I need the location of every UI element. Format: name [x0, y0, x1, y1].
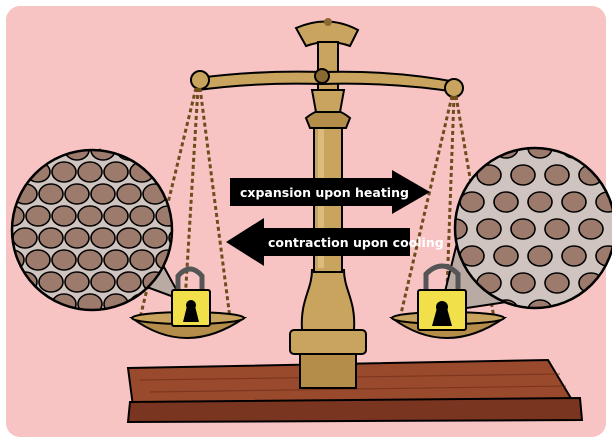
contraction-arrow-label: contraction upon cooling: [268, 235, 444, 250]
particle: [39, 184, 63, 204]
particle: [39, 272, 63, 292]
particle: [545, 273, 569, 293]
particle: [117, 184, 141, 204]
particle: [443, 165, 467, 185]
particle: [26, 250, 50, 270]
particle: [409, 111, 433, 131]
particle: [528, 246, 552, 266]
expansion-arrow-label: cxpansion upon heating: [240, 185, 409, 200]
particle: [39, 316, 63, 336]
particle: [0, 162, 24, 182]
particle: [26, 206, 50, 226]
particle: [511, 273, 535, 293]
particle: [130, 250, 154, 270]
particle: [65, 272, 89, 292]
particle: [0, 184, 11, 204]
particle: [579, 219, 603, 239]
particle: [65, 228, 89, 248]
particle: [143, 228, 167, 248]
particle: [117, 228, 141, 248]
particle: [0, 316, 11, 336]
particle: [0, 272, 11, 292]
particle: [545, 165, 569, 185]
particle: [596, 138, 612, 158]
particle: [143, 140, 167, 160]
particle: [104, 250, 128, 270]
particle: [130, 162, 154, 182]
particle: [182, 118, 206, 138]
particle: [91, 272, 115, 292]
particle: [78, 250, 102, 270]
particle: [52, 206, 76, 226]
particle: [52, 118, 76, 138]
particle: [78, 162, 102, 182]
particle: [117, 272, 141, 292]
particle: [78, 206, 102, 226]
particle: [528, 300, 552, 320]
particle: [26, 118, 50, 138]
particle: [0, 118, 24, 138]
particle: [182, 250, 206, 270]
particle: [562, 246, 586, 266]
particle: [494, 138, 518, 158]
particle: [494, 192, 518, 212]
particle: [130, 118, 154, 138]
particle: [579, 111, 603, 131]
particle: [477, 111, 501, 131]
particle: [104, 206, 128, 226]
particle: [0, 294, 24, 314]
particle: [545, 111, 569, 131]
particle: [13, 228, 37, 248]
left-padlock-icon: [172, 269, 210, 326]
particle: [13, 140, 37, 160]
particle: [511, 219, 535, 239]
particle: [545, 219, 569, 239]
particle: [52, 162, 76, 182]
particle: [494, 246, 518, 266]
particle: [511, 165, 535, 185]
particle: [91, 228, 115, 248]
particle: [182, 206, 206, 226]
particle: [156, 118, 180, 138]
particle: [528, 192, 552, 212]
particle: [460, 192, 484, 212]
particle: [130, 206, 154, 226]
particle: [65, 184, 89, 204]
particle: [443, 111, 467, 131]
particle: [104, 118, 128, 138]
particle: [104, 162, 128, 182]
particle: [65, 316, 89, 336]
particle: [78, 118, 102, 138]
particle: [562, 192, 586, 212]
particle: [91, 316, 115, 336]
right-padlock-icon: [418, 266, 466, 330]
particle: [426, 138, 450, 158]
particle: [0, 228, 11, 248]
particle: [0, 140, 11, 160]
particle: [117, 140, 141, 160]
particle: [52, 250, 76, 270]
particle: [596, 300, 612, 320]
particle: [477, 219, 501, 239]
right-magnifier: [409, 111, 612, 320]
particle: [511, 111, 535, 131]
particle: [13, 316, 37, 336]
particle: [91, 184, 115, 204]
particle: [39, 228, 63, 248]
